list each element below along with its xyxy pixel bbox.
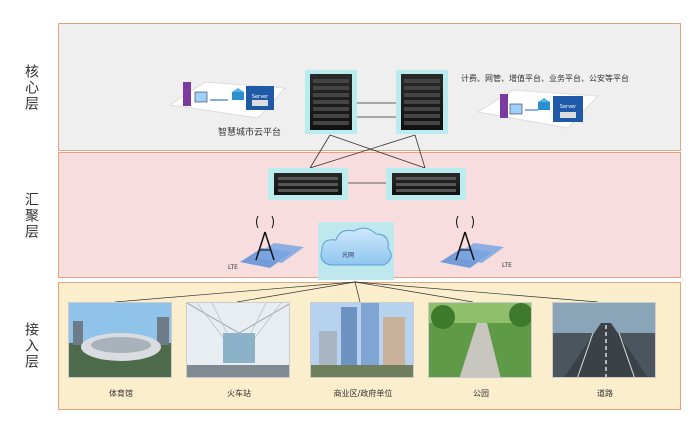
aggregation-switch-right [386, 168, 466, 200]
access-layer-label: 接入层 [23, 322, 39, 370]
smart-city-cloud-platform-label: 智慧城市云平台 [218, 128, 282, 138]
business-district-photo [310, 302, 414, 378]
core-layer-label: 核心层 [23, 64, 39, 112]
aggregation-switch-left [268, 168, 348, 200]
site-label-road: 道路 [597, 389, 613, 398]
site-label-train-station: 火车站 [227, 389, 251, 398]
stadium-photo [68, 302, 172, 378]
train-station-photo [186, 302, 290, 378]
core-switch-right [396, 70, 448, 134]
site-label-business-district: 商业区/政府单位 [333, 389, 393, 398]
park-photo [428, 302, 532, 378]
aggregation-layer-label: 汇聚层 [23, 192, 39, 240]
cloud-platform-cluster-left-icon [168, 81, 287, 119]
cloud-platform-cluster-right-icon [476, 89, 600, 129]
lte-label-right: LTE [502, 262, 512, 269]
site-label-park: 公园 [473, 389, 489, 398]
optical-network-label: 光网 [342, 252, 355, 259]
lte-tower-right-icon [440, 215, 504, 268]
road-photo [552, 302, 656, 378]
server-text-left: Server [252, 94, 269, 100]
access-links [114, 281, 599, 303]
optical-network-cloud-icon [318, 222, 394, 280]
support-platforms-label: 计费、网管、增值平台、业务平台、公安等平台 [461, 74, 629, 83]
server-text-right: Server [560, 104, 577, 110]
core-layer-panel [58, 23, 681, 151]
lte-label-left: LTE [228, 264, 238, 271]
lte-tower-left-icon [240, 215, 304, 268]
site-label-stadium: 体育馆 [109, 389, 133, 398]
core-switch-left [305, 70, 357, 134]
